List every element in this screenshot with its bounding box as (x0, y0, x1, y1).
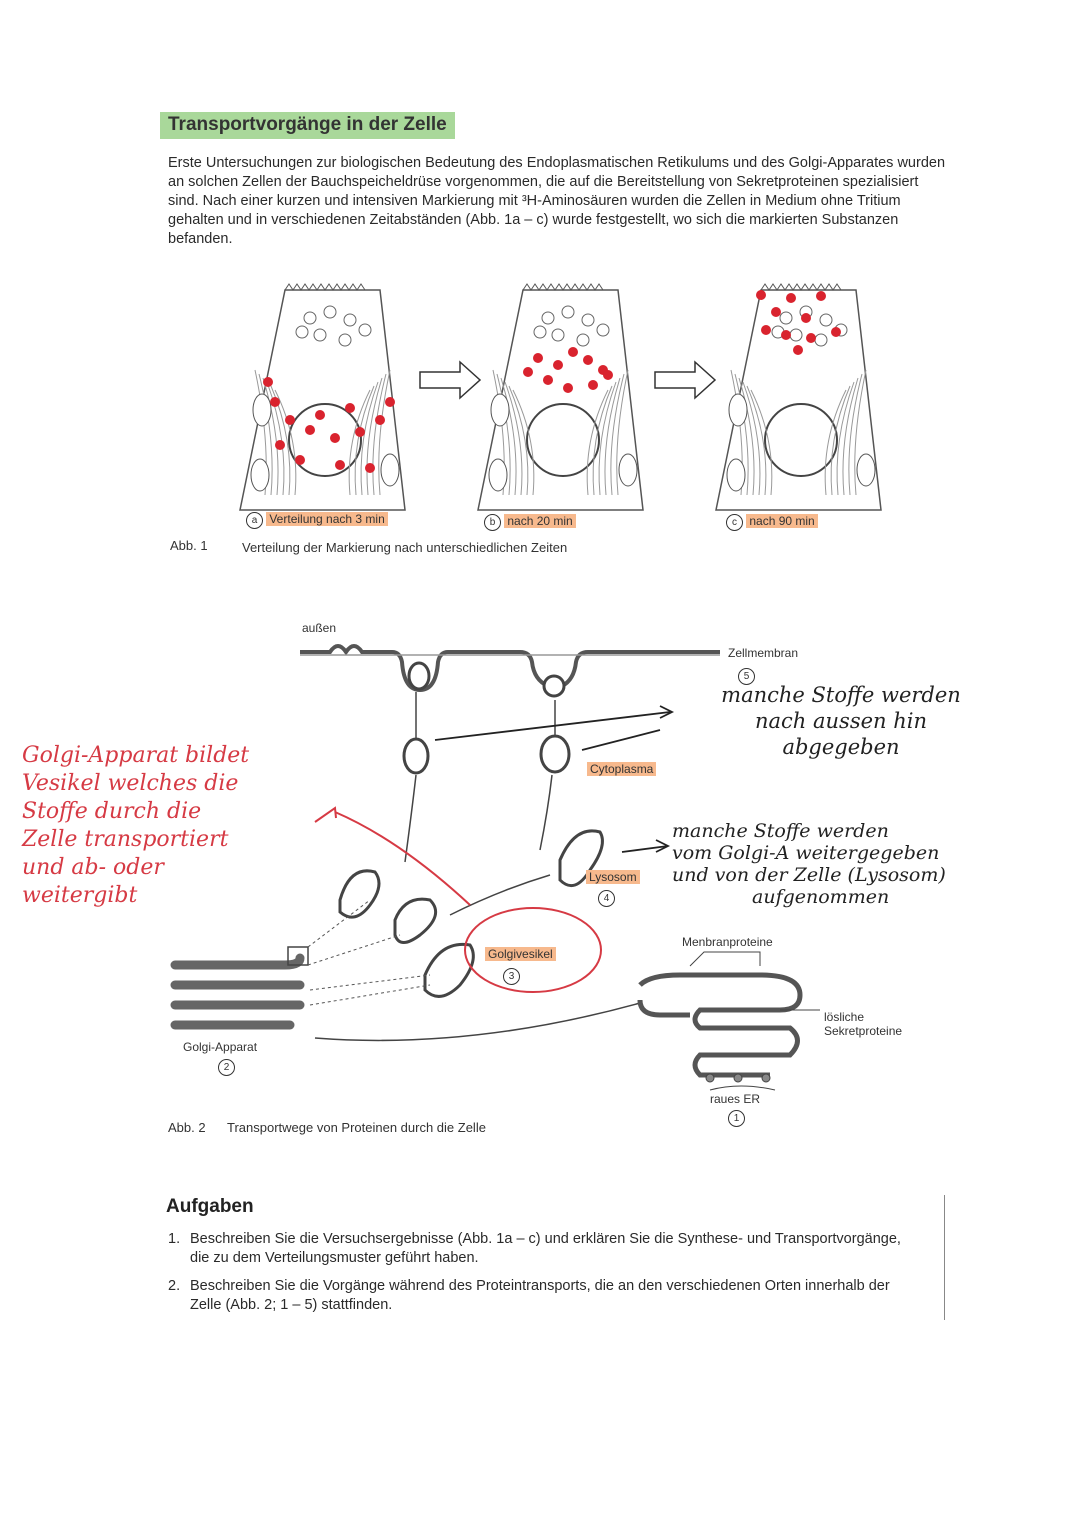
label-golgivesikel-num: 3 (503, 968, 520, 985)
label-aussen: außen (302, 621, 336, 635)
label-golgi: Golgi-Apparat (183, 1040, 257, 1054)
label-raues-er-num: 1 (728, 1110, 745, 1127)
label-cytoplasma: Cytoplasma (587, 762, 656, 776)
label-lysosom: Lysosom (586, 870, 640, 884)
handwritten-note-top-right: manche Stoffe werden nach aussen hin abg… (676, 682, 1006, 760)
tasks-heading: Aufgaben (166, 1196, 254, 1218)
label-lysosom-num: 4 (598, 890, 615, 907)
label-zellmembran: Zellmembran (728, 646, 798, 660)
label-golgivesikel: Golgivesikel (485, 947, 556, 961)
handwritten-note-mid-right: manche Stoffe werden vom Golgi-A weiterg… (672, 820, 1072, 908)
rough-er (640, 975, 800, 1075)
label-membranproteine: Menbranproteine (682, 935, 773, 949)
hand-arrows (435, 706, 672, 852)
cell-membrane (300, 646, 720, 690)
vesicles (340, 663, 602, 996)
handwritten-note-left: Golgi-Apparat bildet Vesikel welches die… (22, 742, 249, 910)
task-2: 2.Beschreiben Sie die Vorgänge während d… (190, 1277, 920, 1315)
fig2-caption: Transportwege von Proteinen durch die Ze… (227, 1120, 486, 1135)
task-1: 1.Beschreiben Sie die Versuchsergebnisse… (190, 1230, 920, 1268)
label-raues-er: raues ER (710, 1092, 760, 1106)
fig2-label: Abb. 2 (168, 1120, 206, 1135)
label-golgi-num: 2 (218, 1059, 235, 1076)
label-loesliche-sekretproteine: lösliche Sekretproteine (824, 1010, 924, 1038)
margin-line (944, 1195, 945, 1320)
golgi-stack (175, 958, 300, 1025)
